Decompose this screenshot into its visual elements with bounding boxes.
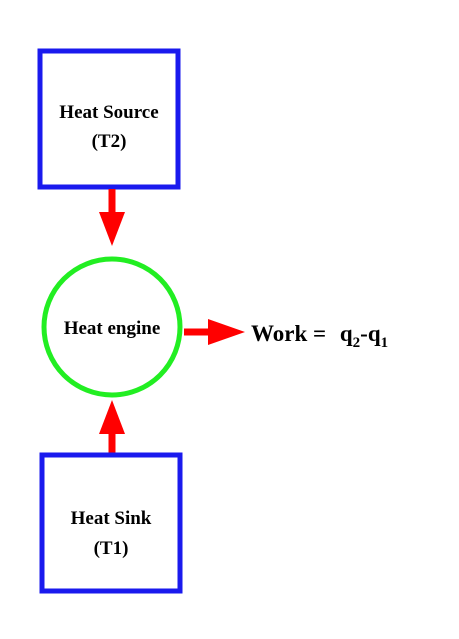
arrow-source-to-engine bbox=[99, 189, 125, 246]
heat-sink-title: Heat Sink bbox=[71, 508, 152, 529]
arrow-sink-to-engine bbox=[99, 400, 125, 453]
heat-sink-node: Heat Sink (T1) bbox=[39, 452, 183, 594]
heat-source-temp: (T2) bbox=[92, 131, 127, 152]
heat-sink-temp: (T1) bbox=[94, 538, 129, 559]
work-sub-a: 2 bbox=[353, 335, 361, 351]
heat-source-title: Heat Source bbox=[59, 102, 158, 123]
heat-engine-label: Heat engine bbox=[64, 318, 161, 339]
heat-source-node: Heat Source (T2) bbox=[37, 48, 181, 190]
work-expression: Work = q2-q1 bbox=[251, 321, 388, 351]
heat-source-box bbox=[37, 48, 181, 190]
work-prefix: Work = bbox=[251, 321, 332, 346]
heat-sink-box bbox=[39, 452, 183, 594]
work-sub-b: 1 bbox=[381, 335, 389, 351]
work-q-b: q bbox=[368, 321, 381, 346]
work-q-a: q bbox=[340, 321, 353, 346]
arrow-engine-to-work bbox=[184, 319, 245, 345]
heat-engine-circle bbox=[41, 256, 183, 398]
work-minus: - bbox=[360, 321, 368, 346]
heat-engine-node: Heat engine bbox=[41, 256, 183, 398]
